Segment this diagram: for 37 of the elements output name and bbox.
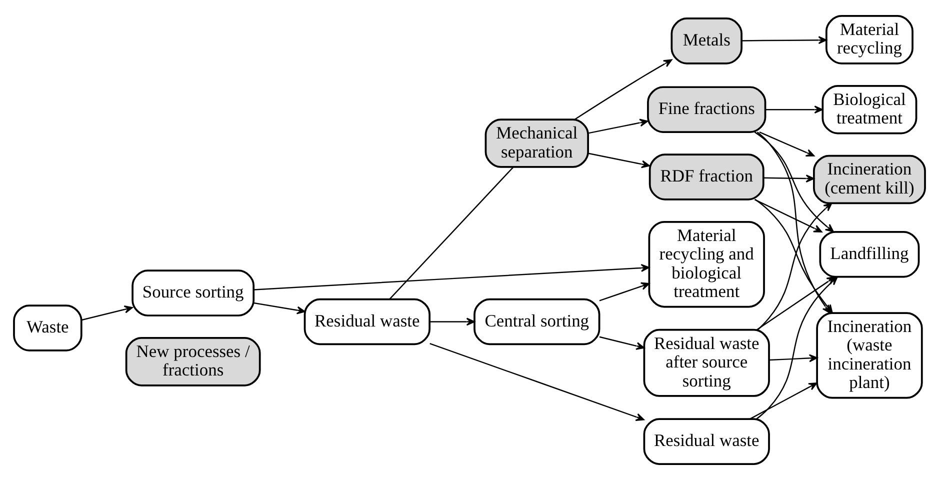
arrow [254, 302, 306, 314]
arrow [763, 174, 814, 182]
arrow [765, 105, 823, 114]
arrow [754, 131, 834, 232]
arrow [756, 131, 831, 314]
node-box: Central sorting [474, 298, 600, 345]
arrow [742, 36, 827, 44]
arrow [599, 282, 650, 301]
node-box: Residual waste after source sorting [643, 328, 770, 396]
node-box: Biological treatment [822, 84, 918, 134]
node-box: Landfilling [819, 230, 920, 278]
node-box: Incineration (cement kill) [813, 154, 926, 204]
arrow [430, 342, 644, 420]
arrow [599, 336, 645, 350]
arrow [759, 131, 815, 156]
node-box: RDF fraction [648, 153, 764, 200]
node-box: Incineration (waste incineration plant) [816, 312, 923, 398]
node-box: Metals [670, 17, 742, 64]
arrow [750, 382, 818, 419]
arrow [254, 263, 650, 290]
node-box: Waste [13, 304, 82, 351]
node-box: Material recycling [825, 14, 914, 64]
node-box: Residual waste [643, 418, 770, 464]
connector [389, 166, 514, 300]
node-box: Source sorting [132, 269, 255, 316]
arrow [769, 354, 818, 362]
arrow [82, 305, 133, 320]
node-box: Residual waste [304, 298, 430, 345]
arrow [588, 118, 648, 134]
arrow [754, 198, 822, 232]
node-box: Fine fractions [647, 86, 766, 132]
arrow [430, 317, 475, 326]
arrow [588, 152, 650, 168]
node-box: New processes / fractions [125, 336, 261, 386]
node-box: Mechanical separation [484, 118, 589, 168]
node-box: Material recycling and biological treatment [648, 220, 765, 308]
arrow [574, 58, 672, 120]
